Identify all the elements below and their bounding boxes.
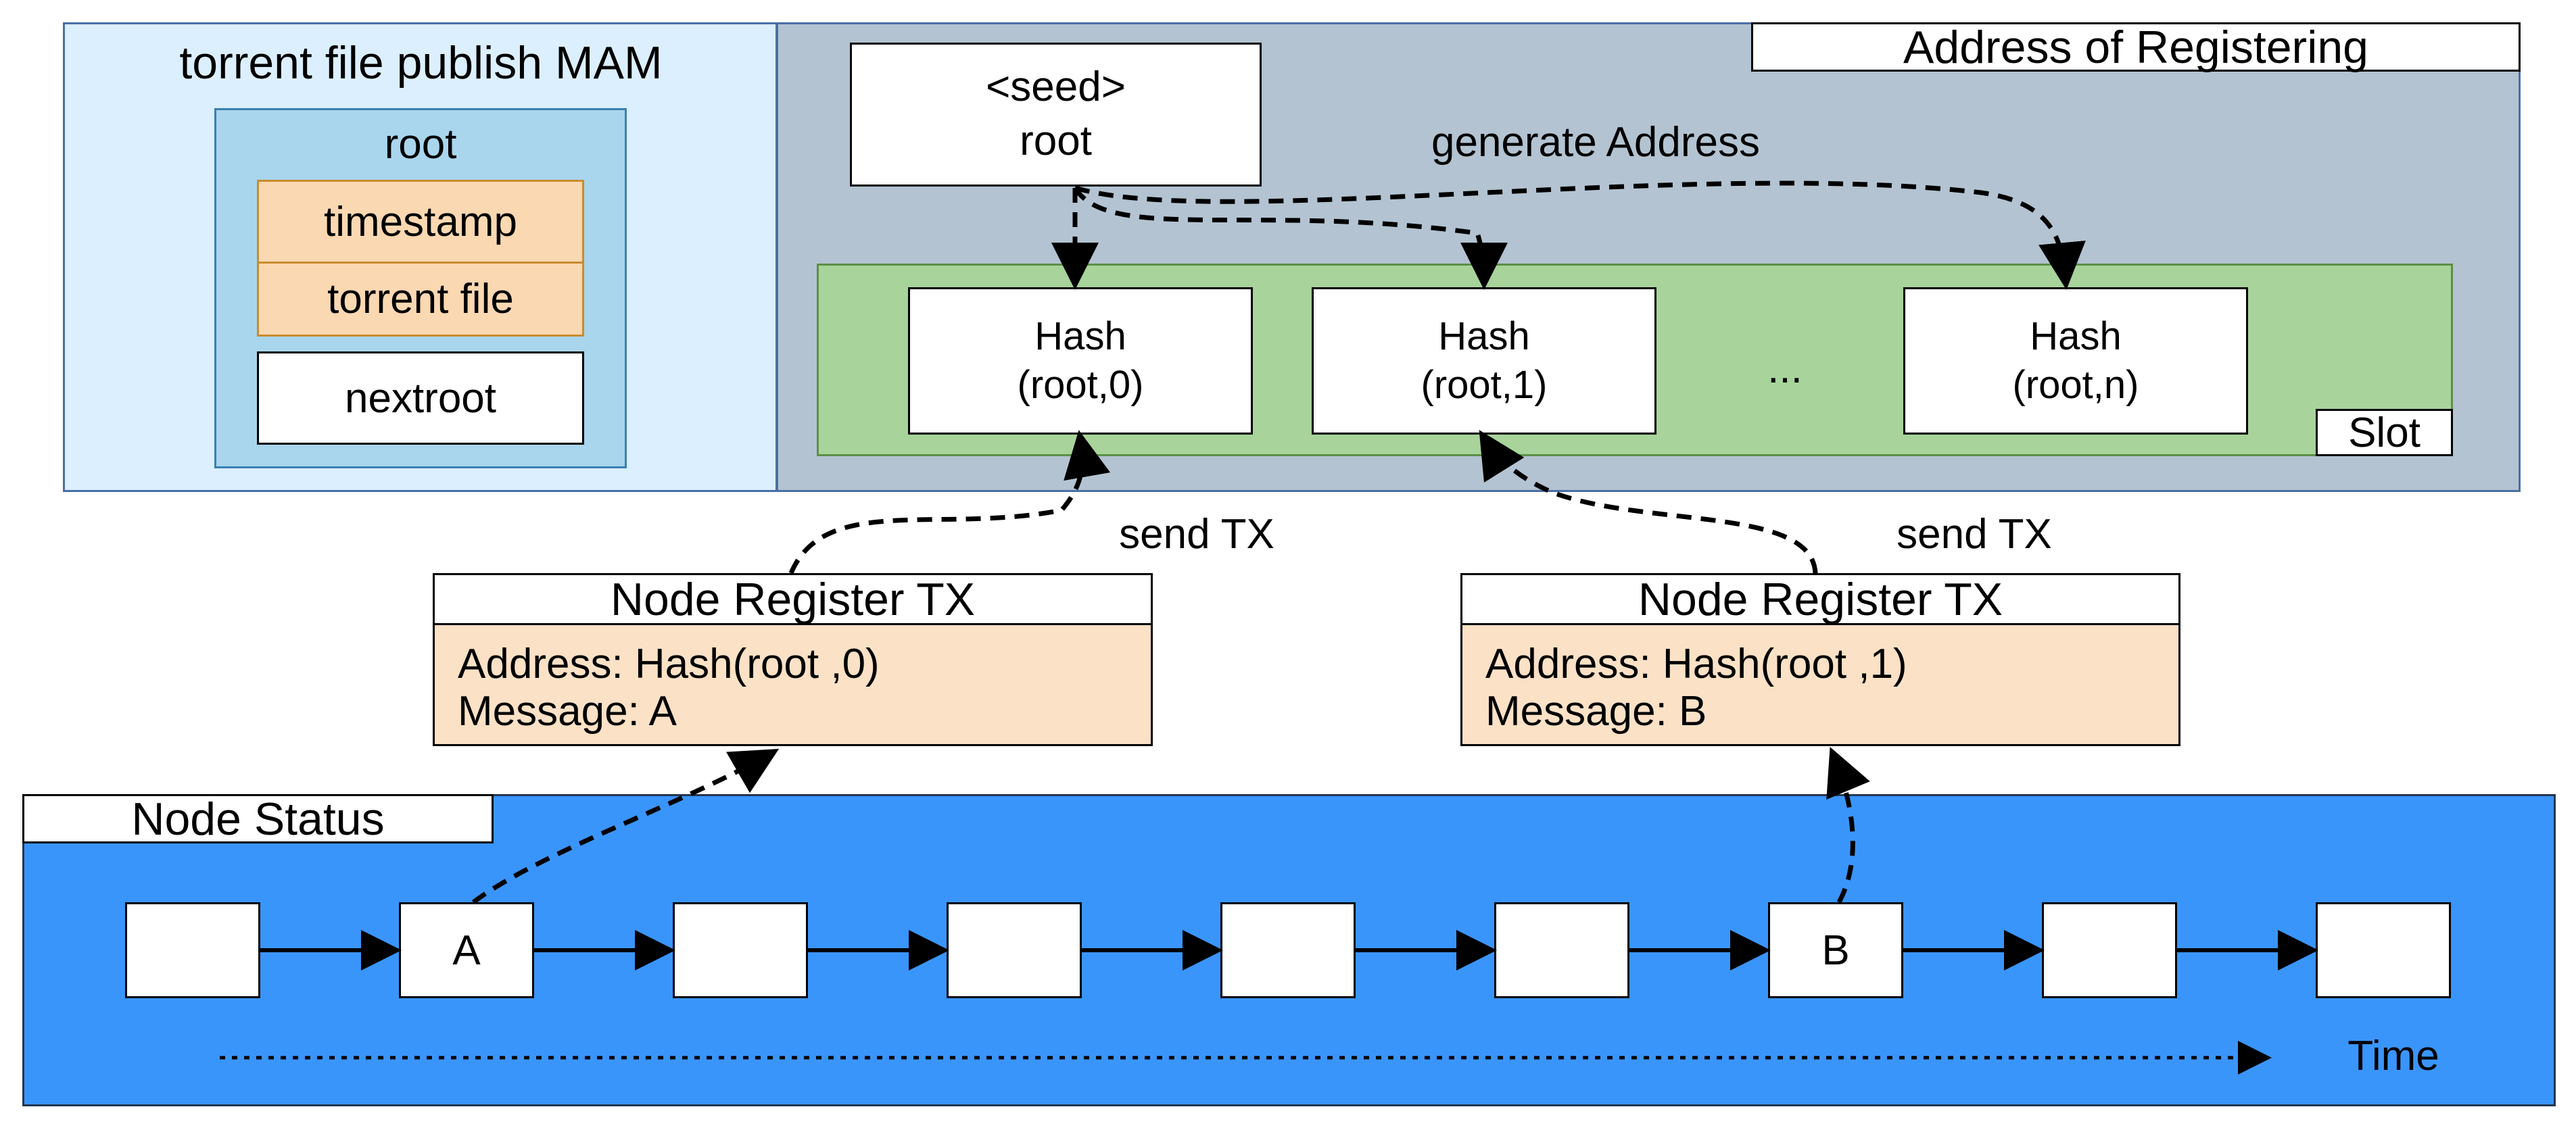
torrent-file-field: torrent file (257, 262, 584, 337)
hash-1-line2: (root,1) (1421, 363, 1548, 407)
nextroot-field: nextroot (257, 351, 584, 445)
seed-label: <seed> (986, 63, 1126, 110)
arrow-nodeB-to-tx2 (1826, 747, 1870, 904)
tx-2-address: Address: Hash(root ,1) (1485, 641, 1907, 687)
hash-root-0: Hash (root,0) (908, 287, 1253, 435)
slot-label: Slot (2316, 409, 2453, 456)
node-block-4 (1220, 902, 1356, 998)
hash-root-n: Hash (root,n) (1903, 287, 2248, 435)
arrow-seed-to-hash1 (1073, 187, 1508, 290)
seed-root-label: root (1020, 117, 1092, 164)
arrow-tx2-to-hash1 (1479, 430, 1818, 574)
tx-header-1: Node Register TX (433, 573, 1153, 625)
hash-ellipsis: ... (1767, 345, 1803, 392)
tx-2-message: Message: B (1485, 688, 1707, 735)
tx-1-address: Address: Hash(root ,0) (458, 641, 880, 687)
tx-body-2: Address: Hash(root ,1) Message: B (1460, 623, 2180, 746)
address-panel-title: Address of Registering (1751, 22, 2521, 73)
node-status-title: Node Status (22, 793, 494, 845)
node-block-7 (2042, 902, 2177, 998)
arrow-tx1-to-hash0 (788, 430, 1111, 574)
send-tx-label-2: send TX (1897, 510, 2052, 558)
tx-header-2: Node Register TX (1460, 573, 2180, 625)
node-block-1: A (399, 902, 534, 998)
node-block-0 (125, 902, 260, 998)
hash-n-line1: Hash (2030, 314, 2122, 358)
tx-body-1: Address: Hash(root ,0) Message: A (433, 623, 1153, 746)
send-tx-label-1: send TX (1119, 510, 1274, 558)
arrow-nodeA-to-tx1 (471, 749, 780, 904)
node-block-6: B (1768, 902, 1903, 998)
seed-root-box (850, 43, 1262, 187)
hash-0-line2: (root,0) (1017, 363, 1144, 407)
node-block-3 (947, 902, 1082, 998)
hash-n-line2: (root,n) (2012, 363, 2139, 407)
tx-1-message: Message: A (458, 688, 677, 735)
node-block-5 (1494, 902, 1629, 998)
mam-root-label: root (384, 120, 457, 168)
mam-title: torrent file publish MAM (179, 37, 663, 89)
node-block-2 (673, 902, 808, 998)
timestamp-field: timestamp (257, 180, 584, 264)
time-label: Time (2347, 1032, 2439, 1079)
generate-address-label: generate Address (1431, 118, 1760, 166)
arrow-seed-to-hashn (1074, 180, 2086, 290)
hash-0-line1: Hash (1034, 314, 1126, 358)
hash-1-line1: Hash (1438, 314, 1530, 358)
